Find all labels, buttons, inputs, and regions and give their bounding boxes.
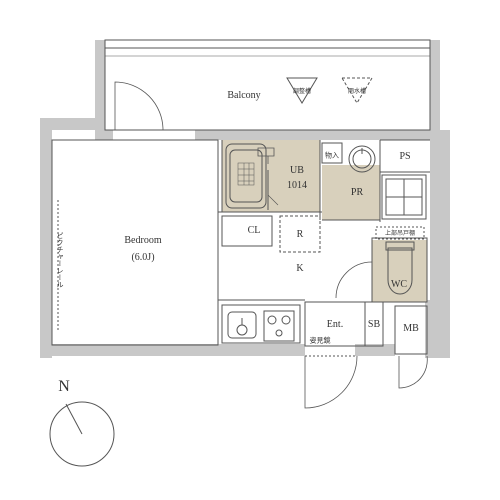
- compass-needle: [65, 403, 83, 435]
- compass-circle: [49, 401, 115, 467]
- drain-triangle-1: [286, 77, 318, 104]
- mirror-label: 姿見鏡: [309, 336, 331, 345]
- shoe-box: [364, 301, 384, 347]
- wall-top-main-right: [195, 130, 435, 140]
- refrigerator-label: R: [296, 229, 304, 240]
- upper-shelf-dashed: [375, 226, 425, 240]
- wet-areas: [222, 140, 427, 302]
- drain-triangle-2: [341, 77, 373, 104]
- wall-right-upper: [430, 40, 440, 132]
- meter-box-label: MB: [403, 323, 419, 334]
- bedroom-label: Bedroom: [124, 235, 162, 246]
- bathtub: [225, 143, 267, 209]
- ub-label: UB: [290, 165, 304, 176]
- wc-outline: [371, 237, 428, 303]
- upper-shelf-label: 上部吊戸棚: [384, 231, 416, 237]
- ganzuiso-label: 雨水槽: [347, 89, 367, 95]
- wall-left-main: [40, 118, 52, 358]
- meter-box: [394, 305, 428, 355]
- closet-label: CL: [247, 225, 261, 236]
- bedroom-size-label: (6.0J): [131, 252, 155, 263]
- door-swing-balcony: [114, 81, 164, 131]
- wall-bottom-right: [355, 344, 395, 356]
- bathtub-drain-grid: [237, 162, 255, 186]
- kitchen-sink: [227, 311, 257, 339]
- wall-top-main-left: [95, 130, 113, 140]
- picture-rail-label: ピクチャーレール: [56, 232, 64, 288]
- kitchen-label: K: [296, 263, 304, 274]
- ps-label: PS: [399, 151, 411, 162]
- ub-floor: [222, 140, 320, 212]
- compass-north-label: N: [58, 378, 70, 395]
- storage-box: [321, 142, 343, 164]
- pr-label: PR: [350, 187, 364, 198]
- stove: [263, 310, 295, 342]
- closet: [221, 215, 273, 247]
- wall-left-notch: [40, 118, 105, 130]
- shower-faucet: [257, 147, 275, 157]
- washbasin-bowl: [348, 145, 376, 173]
- door-swing-wc: [335, 261, 373, 299]
- mochiire-label: 物入: [325, 151, 339, 160]
- chosuiso-label: 調整槽: [292, 89, 312, 95]
- door-swing-mb: [398, 355, 428, 389]
- wc-label: WC: [390, 279, 408, 290]
- refrigerator-space: [279, 215, 321, 253]
- wall-left-upper: [95, 40, 105, 130]
- wall-bottom-main: [40, 344, 305, 356]
- pr-floor: [322, 165, 380, 220]
- door-swing-entrance: [304, 355, 358, 409]
- entrance-label: Ent.: [326, 319, 344, 330]
- ub-size-label: 1014: [287, 180, 307, 191]
- shoe-box-label: SB: [367, 319, 381, 330]
- wall-mb-right: [425, 300, 450, 358]
- balcony-label: Balcony: [227, 90, 261, 101]
- toilet: [387, 247, 413, 295]
- kitchen-counter: [221, 304, 301, 344]
- wc-floor: [372, 240, 427, 302]
- balcony-outline: [104, 39, 431, 131]
- washer-pan: [381, 174, 427, 220]
- walls: [40, 40, 450, 358]
